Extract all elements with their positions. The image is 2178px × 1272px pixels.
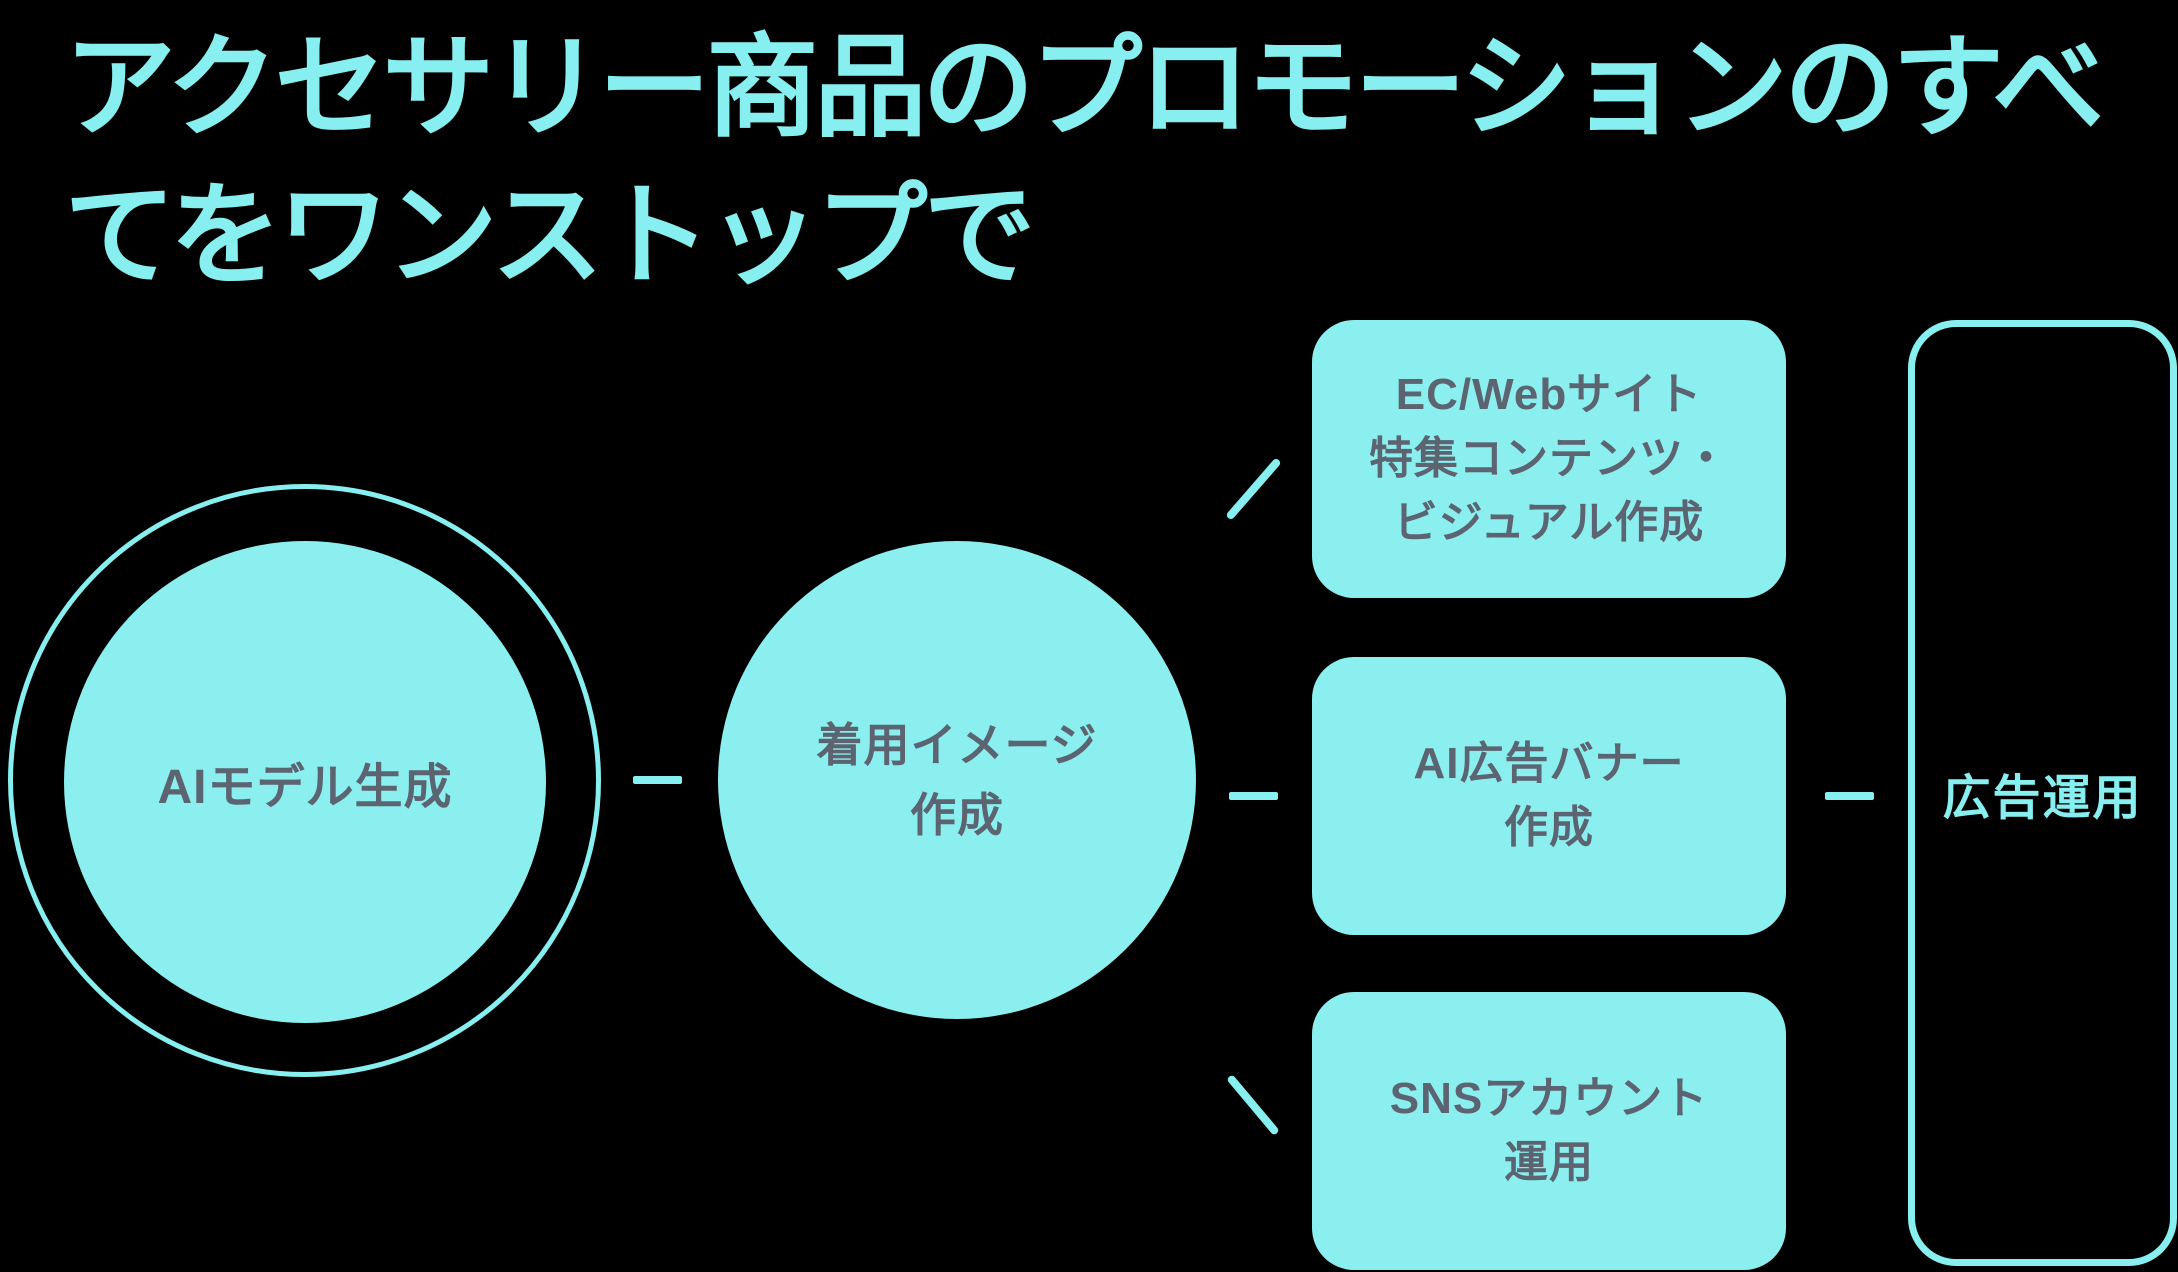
output-box-ai-ad-banner: AI広告バナー 作成 [1312, 657, 1786, 935]
output-box-sns-account: SNSアカウント 運用 [1312, 992, 1786, 1270]
output-box-sns-account-line-1: SNSアカウント [1389, 1074, 1709, 1123]
page-title-line-1: アクセサリー商品のプロモーションのすべ [64, 25, 2104, 150]
output-box-sns-account-line-2: 運用 [1504, 1138, 1594, 1187]
page-title-line-2: てをワンストップで [64, 173, 1036, 298]
step2-label-line-2: 作成 [910, 789, 1004, 841]
final-box-ad-operation-label: 広告運用 [1942, 772, 2143, 825]
final-box-ad-operation: 広告運用 [1908, 320, 2177, 1266]
connector-dash-3 [1825, 792, 1874, 800]
page-title: アクセサリー商品のプロモーションのすべ てをワンストップで [64, 14, 2104, 310]
connector-diagonal-up [1225, 457, 1282, 521]
step2-label-line-1: 着用イメージ [816, 719, 1098, 771]
connector-dash-2 [1229, 792, 1278, 800]
step1-label: AIモデル生成 [157, 761, 453, 814]
output-box-ec-web-line-3: ビジュアル作成 [1393, 498, 1705, 547]
step2-circle-tryon-image: 着用イメージ 作成 [718, 541, 1196, 1019]
step1-outer-ring [8, 484, 601, 1077]
output-box-ec-web-content: EC/Webサイト 特集コンテンツ・ ビジュアル作成 [1312, 320, 1786, 598]
connector-diagonal-down [1226, 1074, 1280, 1136]
connector-dash-1 [633, 776, 682, 784]
output-box-ec-web-line-2: 特集コンテンツ・ [1369, 434, 1729, 483]
output-box-ec-web-line-1: EC/Webサイト [1395, 370, 1703, 419]
output-box-ai-ad-banner-line-2: 作成 [1504, 803, 1594, 852]
step1-circle-ai-model: AIモデル生成 [64, 541, 546, 1023]
output-box-ai-ad-banner-line-1: AI広告バナー [1413, 739, 1685, 788]
